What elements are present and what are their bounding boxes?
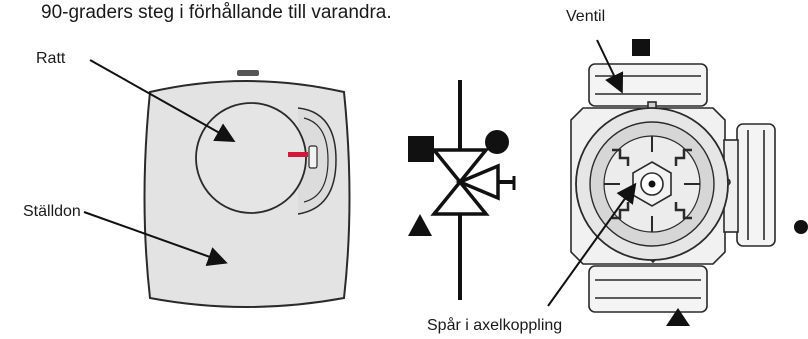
label-ratt: Ratt — [36, 50, 66, 67]
caption-text: 90-graders steg i förhållande till varan… — [41, 2, 392, 23]
label-stalldon: Ställdon — [23, 203, 81, 220]
actuator-top-tab — [237, 70, 259, 76]
knob-circle — [195, 102, 307, 214]
arrow-ventil — [596, 39, 624, 94]
indicator-slot — [308, 145, 318, 169]
label-ventil: Ventil — [566, 8, 606, 25]
valve-coupling — [575, 107, 729, 261]
valve-circle-port-icon — [794, 220, 808, 234]
arrow-ratt — [89, 59, 236, 142]
triangle-port-icon — [408, 214, 432, 236]
valve-triangle-port-icon — [666, 308, 690, 326]
arrow-stalldon — [83, 211, 228, 267]
valve-square-port-icon — [632, 39, 650, 56]
actuator-knob — [195, 102, 337, 215]
square-port-icon — [408, 136, 434, 162]
arrow-spar — [547, 182, 637, 307]
position-indicator — [288, 152, 308, 157]
circle-port-icon — [485, 130, 509, 154]
label-spar-i-axelkoppling: Spår i axelkoppling — [427, 317, 563, 334]
three-way-valve-symbol — [430, 80, 516, 300]
